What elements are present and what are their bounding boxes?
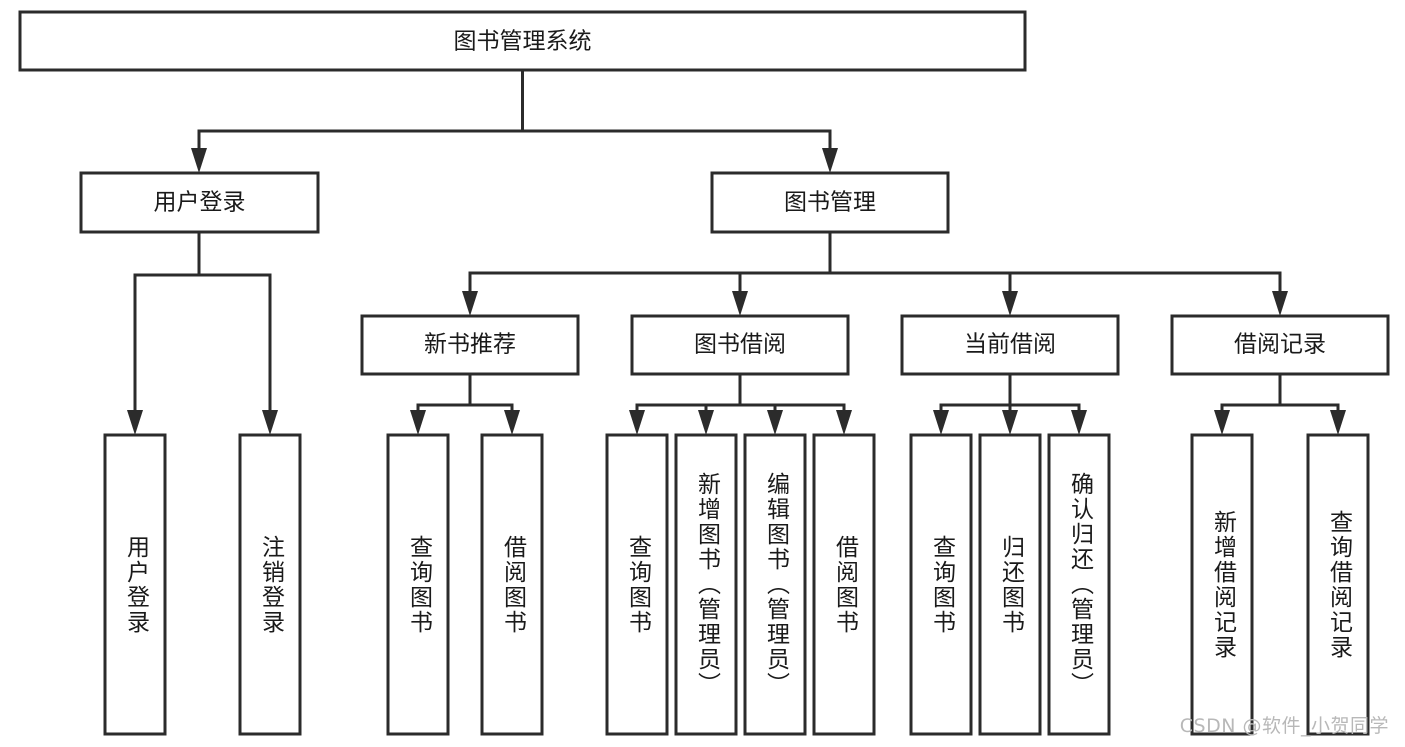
arrowhead-leaf-query-book-2 xyxy=(629,410,645,435)
arrowhead-leaf-add-record xyxy=(1214,410,1230,435)
node-current-borrow[interactable]: 当前借阅 xyxy=(900,314,1120,376)
arrowhead-leaf-query-book-1 xyxy=(410,410,426,435)
node-borrow-record[interactable]: 借阅记录 xyxy=(1170,314,1390,376)
leaf-boxes-new-book-recommend xyxy=(386,433,544,736)
leaf-box-user-login[interactable] xyxy=(103,433,167,736)
node-new-book-recommend[interactable]: 新书推荐 xyxy=(360,314,580,376)
leaf-box-return-book[interactable] xyxy=(978,433,1042,736)
node-root-box[interactable] xyxy=(18,10,1027,72)
arrowhead-leaf-logout xyxy=(262,410,278,435)
leaf-box-query-book-1[interactable] xyxy=(386,433,450,736)
connector-group-userlogin-to-leaves xyxy=(127,230,278,435)
leaf-box-logout[interactable] xyxy=(238,433,302,736)
node-borrow-record-label: 借阅记录 xyxy=(1234,332,1326,358)
leaf-box-confirm-return[interactable] xyxy=(1047,433,1111,736)
arrowhead-leaf-query-record xyxy=(1330,410,1346,435)
leaf-box-add-book[interactable] xyxy=(674,433,738,736)
node-current-borrow-box[interactable] xyxy=(900,314,1120,376)
arrowhead-to-book-borrow xyxy=(732,291,748,316)
node-book-borrow[interactable]: 图书借阅 xyxy=(630,314,850,376)
node-borrow-record-box[interactable] xyxy=(1170,314,1390,376)
connector-group-newbook-to-leaves xyxy=(410,372,520,435)
node-book-borrow-box[interactable] xyxy=(630,314,850,376)
arrowhead-leaf-query-book-3 xyxy=(933,410,949,435)
leaf-box-borrow-book-2[interactable] xyxy=(812,433,876,736)
node-book-manage-label: 图书管理 xyxy=(784,190,876,216)
leaf-box-edit-book[interactable] xyxy=(743,433,807,736)
connector-group-currentborrow-to-leaves xyxy=(933,372,1087,435)
node-new-book-recommend-box[interactable] xyxy=(360,314,580,376)
arrowhead-leaf-borrow-book-1 xyxy=(504,410,520,435)
node-book-manage-box[interactable] xyxy=(710,171,950,234)
arrowhead-to-new-book xyxy=(462,291,478,316)
node-book-borrow-label: 图书借阅 xyxy=(694,332,786,358)
arrowhead-leaf-add-book xyxy=(698,410,714,435)
leaf-box-add-record[interactable] xyxy=(1190,433,1254,736)
node-user-login-label: 用户登录 xyxy=(154,190,246,216)
leaf-boxes-user-login xyxy=(103,433,302,736)
connector-group-borrowrecord-to-leaves xyxy=(1214,372,1346,435)
leaf-box-query-book-2[interactable] xyxy=(605,433,669,736)
node-book-manage[interactable]: 图书管理 xyxy=(710,171,950,234)
arrowhead-leaf-edit-book xyxy=(767,410,783,435)
node-user-login-box[interactable] xyxy=(79,171,320,234)
arrowhead-to-book-manage xyxy=(822,148,838,173)
arrowhead-to-borrow-record xyxy=(1272,291,1288,316)
leaf-box-query-record[interactable] xyxy=(1306,433,1370,736)
connector-group-bookmanage-to-level3 xyxy=(462,230,1288,316)
node-user-login[interactable]: 用户登录 xyxy=(79,171,320,234)
leaf-boxes-current-borrow xyxy=(909,433,1111,736)
node-root[interactable]: 图书管理系统 xyxy=(18,10,1027,72)
arrowhead-to-current-borrow xyxy=(1002,291,1018,316)
node-new-book-recommend-label: 新书推荐 xyxy=(424,332,516,358)
arrowhead-leaf-borrow-book-2 xyxy=(836,410,852,435)
leaf-boxes-borrow-record xyxy=(1190,433,1370,736)
arrowhead-leaf-confirm-return xyxy=(1071,410,1087,435)
arrowhead-leaf-user-login xyxy=(127,410,143,435)
leaf-boxes-book-borrow xyxy=(605,433,876,736)
node-current-borrow-label: 当前借阅 xyxy=(964,332,1056,358)
connector-group-root-to-level2 xyxy=(191,68,838,173)
arrowhead-leaf-return-book xyxy=(1002,410,1018,435)
leaf-box-query-book-3[interactable] xyxy=(909,433,973,736)
node-root-label: 图书管理系统 xyxy=(454,29,592,55)
leaf-box-borrow-book-1[interactable] xyxy=(480,433,544,736)
connector-group-bookborrow-to-leaves xyxy=(629,372,852,435)
arrowhead-to-user-login xyxy=(191,148,207,173)
